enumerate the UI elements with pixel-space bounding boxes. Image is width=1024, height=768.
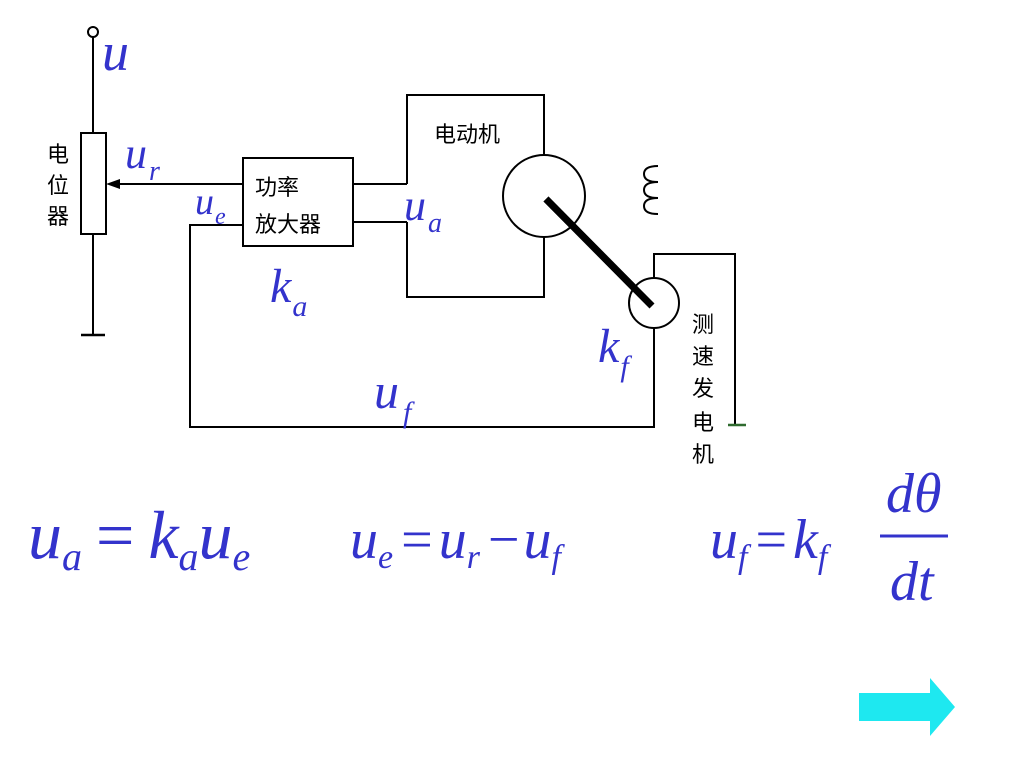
tacho-output-wire <box>653 253 736 425</box>
spring-icon <box>642 165 659 215</box>
tacho-gain-label: kf <box>598 320 632 383</box>
potentiometer-body <box>80 132 107 235</box>
amplifier-label-2: 放大器 <box>255 213 321 238</box>
feedback-wire <box>189 224 655 428</box>
derivative-denominator: dt <box>890 551 935 613</box>
motor-label: 电动机 <box>434 123 500 148</box>
right-arrow-icon[interactable] <box>859 678 955 736</box>
derivative-numerator: dθ <box>886 463 942 525</box>
wiper-arrowhead <box>106 179 120 189</box>
potentiometer-label-3: 器 <box>47 205 69 230</box>
motor-housing-top <box>406 94 545 184</box>
potentiometer-label-2: 位 <box>47 174 69 199</box>
tacho-label-3: 发 <box>692 377 714 402</box>
power-amplifier-block <box>242 157 354 247</box>
potentiometer <box>80 26 107 337</box>
equation-error: ue=ur−uf <box>350 509 566 576</box>
ref-voltage-label: ur <box>125 129 160 187</box>
supply-symbol: u <box>102 22 129 82</box>
supply-terminal <box>87 26 99 38</box>
tacho-label-1: 测 <box>692 313 714 338</box>
equation-feedback: uf=kf <box>710 509 832 576</box>
error-voltage-label: ue <box>195 181 226 230</box>
tacho-label-5: 机 <box>692 443 714 468</box>
armature-voltage-label: ua <box>404 181 442 239</box>
coupling-shaft-front <box>543 196 655 309</box>
amplifier-label-1: 功率 <box>255 176 299 201</box>
tacho-label-4: 电 <box>692 411 714 436</box>
amplifier-gain-label: ka <box>270 260 307 323</box>
equation-armature: ua=kaue <box>28 497 250 579</box>
equations: ua=kaue ue=ur−uf uf=kf dθ dt <box>28 463 948 613</box>
tacho-label-2: 速 <box>692 345 714 370</box>
motor-housing-bottom <box>406 222 545 298</box>
potentiometer-label-1: 电 <box>47 143 69 168</box>
